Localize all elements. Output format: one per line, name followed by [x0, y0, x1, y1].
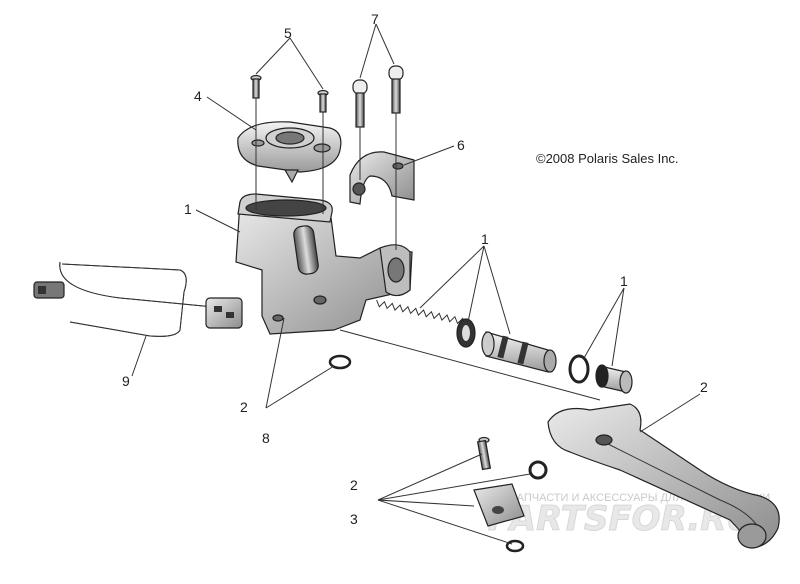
- screw-5-left: [250, 74, 262, 99]
- piston-seal-1: [456, 318, 476, 348]
- pivot-pin-2: [476, 436, 492, 471]
- brake-switch-wire-9: [33, 261, 243, 337]
- brake-lever-2: [547, 403, 780, 549]
- callout-5: 5: [284, 25, 292, 41]
- adjuster-block-3: [473, 483, 525, 527]
- watermark-logo: PARTSFOR.RU: [488, 499, 754, 539]
- o-ring-1: [568, 354, 590, 384]
- bushing-2: [528, 460, 548, 480]
- spring-1: [376, 299, 466, 326]
- piston-1: [481, 331, 557, 373]
- callout-labels: 5 7 4 6 1 1 1 2 9 2 8 2 3: [122, 11, 708, 527]
- callout-2-pin: 2: [350, 477, 358, 493]
- callout-4: 4: [194, 88, 202, 104]
- callout-9: 9: [122, 373, 130, 389]
- screw-5-right: [317, 89, 329, 113]
- clamp-6: [349, 151, 415, 205]
- e-clip-2: [505, 539, 525, 553]
- callout-1-boot: 1: [620, 273, 628, 289]
- e-clip-8: [328, 354, 352, 370]
- reservoir-cap-4: [237, 121, 342, 184]
- leader-lines: [131, 23, 701, 545]
- callout-2-lever: 2: [700, 379, 708, 395]
- callout-3: 3: [350, 511, 358, 527]
- callout-7: 7: [371, 11, 379, 27]
- callout-2-clip: 2: [240, 399, 248, 415]
- callout-1-piston: 1: [481, 231, 489, 247]
- callout-8: 8: [262, 430, 270, 446]
- callout-6: 6: [457, 137, 465, 153]
- callout-1-body: 1: [184, 201, 192, 217]
- bolt-7-right: [388, 65, 404, 114]
- copyright-notice: ©2008 Polaris Sales Inc.: [536, 151, 679, 166]
- master-cylinder-body-1: [235, 193, 413, 335]
- boot-1: [595, 364, 633, 394]
- watermark: ЗАПЧАСТИ И АКСЕССУАРЫ ДЛЯ МОТОТЕХНИКИ PA…: [488, 492, 771, 540]
- bolt-7-left: [352, 79, 368, 128]
